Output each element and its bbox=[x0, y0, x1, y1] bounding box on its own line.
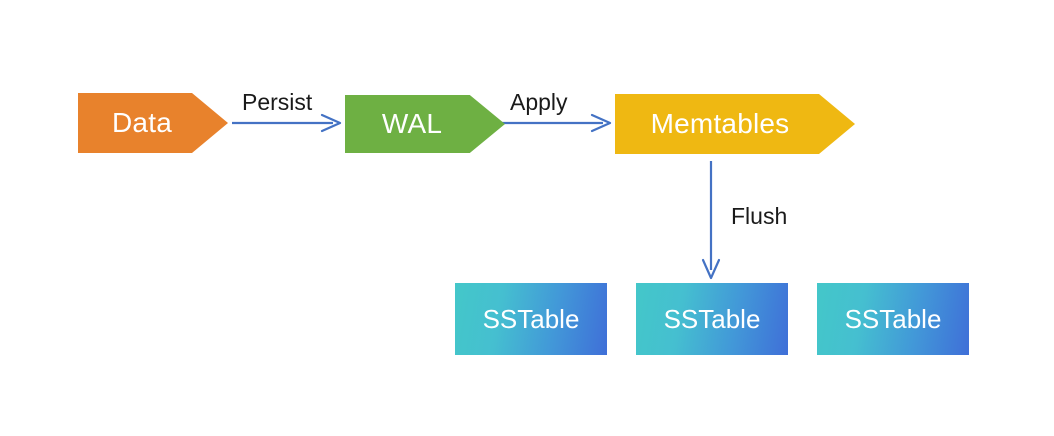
node-memtables-label: Memtables bbox=[650, 108, 790, 139]
connector-persist bbox=[232, 113, 342, 133]
node-sstable-2[interactable]: SSTable bbox=[636, 283, 788, 355]
node-sstable-3-label: SSTable bbox=[844, 304, 942, 334]
edge-label-persist: Persist bbox=[242, 89, 313, 115]
connector-apply bbox=[502, 113, 612, 133]
edge-label-flush: Flush bbox=[731, 203, 788, 229]
node-data[interactable]: Data bbox=[78, 93, 228, 153]
node-wal-label: WAL bbox=[381, 108, 443, 139]
node-sstable-2-label: SSTable bbox=[663, 304, 761, 334]
node-wal[interactable]: WAL bbox=[345, 95, 505, 153]
node-sstable-1[interactable]: SSTable bbox=[455, 283, 607, 355]
connector-persist-arrowhead bbox=[320, 113, 342, 133]
node-data-label: Data bbox=[112, 107, 172, 138]
node-sstable-3[interactable]: SSTable bbox=[817, 283, 969, 355]
node-memtables[interactable]: Memtables bbox=[615, 94, 855, 154]
connector-flush bbox=[701, 161, 721, 280]
edge-label-apply: Apply bbox=[510, 89, 568, 115]
node-sstable-1-label: SSTable bbox=[482, 304, 580, 334]
connector-apply-arrowhead bbox=[590, 113, 612, 133]
connector-flush-arrowhead bbox=[701, 258, 721, 280]
